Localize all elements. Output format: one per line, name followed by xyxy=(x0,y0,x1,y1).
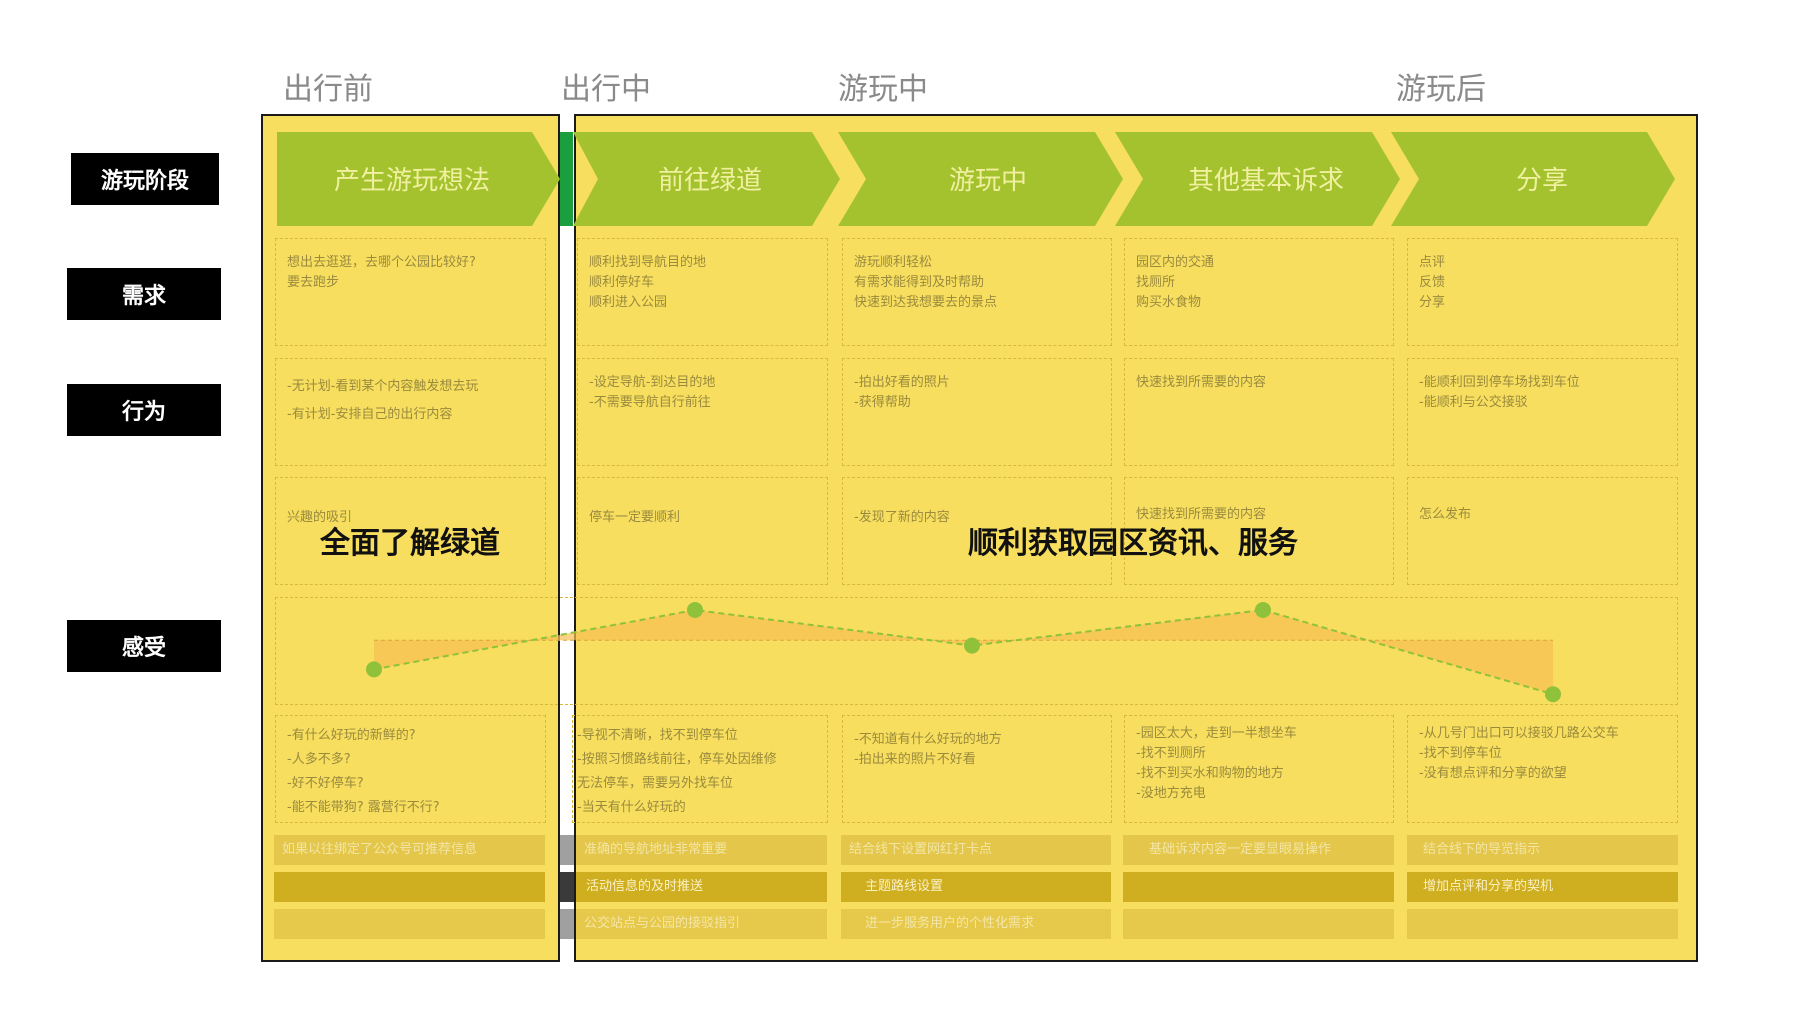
opportunity-3-5 xyxy=(1407,909,1678,939)
chevron-stage-5 xyxy=(1391,132,1675,226)
stage-label-2: 前往绿道 xyxy=(658,166,762,196)
behavior-cell-3: -拍出好看的照片 -获得帮助 xyxy=(842,358,1112,466)
emotion-point-3 xyxy=(964,637,980,654)
gap-strip-2 xyxy=(560,872,574,902)
emotion-point-5 xyxy=(1545,686,1561,703)
opportunity-3-3: 进一步服务用户的个性化需求 xyxy=(841,909,1111,939)
needs-cell-4: 园区内的交通 找厕所 购买水食物 xyxy=(1124,238,1394,346)
emotion-point-4 xyxy=(1255,601,1271,618)
trigger-cell-4: 快速找到所需要的内容 xyxy=(1124,477,1394,585)
opportunity-3-1 xyxy=(274,909,545,939)
row-label-feeling: 感受 xyxy=(67,620,221,672)
opportunity-3-4 xyxy=(1123,909,1394,939)
emotion-point-2 xyxy=(687,601,703,618)
panel-journey xyxy=(574,114,1698,962)
opportunity-1-4: 基础诉求内容一定要显眼易操作 xyxy=(1123,835,1394,865)
emotion-curve xyxy=(366,601,1561,703)
chevron-divider-green xyxy=(560,132,573,226)
gap-strip-3 xyxy=(560,909,574,939)
trigger-cell-3: -发现了新的内容 xyxy=(842,477,1112,585)
opportunity-1-5: 结合线下的导览指示 xyxy=(1407,835,1678,865)
row-label-stage: 游玩阶段 xyxy=(71,153,219,205)
behavior-cell-4: 快速找到所需要的内容 xyxy=(1124,358,1394,466)
chevron-stage-4 xyxy=(1115,132,1400,226)
panel-before-trip xyxy=(261,114,560,962)
pain-cell-3: -不知道有什么好玩的地方 -拍出来的照片不好看 xyxy=(842,715,1112,823)
emotion-area-fill xyxy=(374,609,1553,695)
phase-label-play: 游玩中 xyxy=(838,72,928,107)
opportunity-2-2: 活动信息的及时推送 xyxy=(576,872,827,902)
overlay-headline-1: 全面了解绿道 xyxy=(320,526,500,561)
stage-label-5: 分享 xyxy=(1516,166,1568,196)
gap-strip-1 xyxy=(560,835,574,865)
row-label-needs: 需求 xyxy=(67,268,221,320)
overlay-headline-2: 顺利获取园区资讯、服务 xyxy=(968,526,1298,561)
row-label-behavior: 行为 xyxy=(67,384,221,436)
needs-cell-2: 顺利找到导航目的地 顺利停好车 顺利进入公园 xyxy=(577,238,828,346)
chevron-stage-3 xyxy=(838,132,1123,226)
chevron-stage-2 xyxy=(573,132,840,226)
phase-label-after: 游玩后 xyxy=(1396,72,1486,107)
opportunity-2-4 xyxy=(1123,872,1394,902)
chevron-stage-1 xyxy=(277,132,560,226)
opportunity-1-3: 结合线下设置网红打卡点 xyxy=(841,835,1111,865)
opportunity-2-3: 主题路线设置 xyxy=(841,872,1111,902)
trigger-cell-2: 停车一定要顺利 xyxy=(577,477,828,585)
emotion-point-1 xyxy=(366,661,382,678)
phase-label-travel: 出行中 xyxy=(561,72,651,107)
trigger-cell-5: 怎么发布 xyxy=(1407,477,1678,585)
emotion-points xyxy=(366,601,1561,703)
pain-cell-2: -导视不清晰，找不到停车位 -按照习惯路线前往，停车处因维修 无法停车，需要另外… xyxy=(572,715,828,823)
behavior-cell-1: -无计划-看到某个内容触发想去玩 -有计划-安排自己的出行内容 xyxy=(275,358,546,466)
trigger-cell-1: 兴趣的吸引 xyxy=(275,477,546,585)
behavior-cell-5: -能顺利回到停车场找到车位 -能顺利与公交接驳 xyxy=(1407,358,1678,466)
stage-label-4: 其他基本诉求 xyxy=(1188,166,1344,196)
phase-label-before: 出行前 xyxy=(283,72,373,107)
stage-label-3: 游玩中 xyxy=(949,166,1027,196)
needs-cell-5: 点评 反馈 分享 xyxy=(1407,238,1678,346)
stage-chevrons: 产生游玩想法 前往绿道 游玩中 其他基本诉求 分享 xyxy=(277,132,1675,226)
opportunity-2-1 xyxy=(274,872,545,902)
emotion-line xyxy=(373,608,1554,696)
opportunity-2-5: 增加点评和分享的契机 xyxy=(1407,872,1678,902)
pain-cell-5: -从几号门出口可以接驳几路公交车 -找不到停车位 -没有想点评和分享的欲望 xyxy=(1407,715,1678,823)
behavior-cell-2: -设定导航-到达目的地 -不需要导航自行前往 xyxy=(577,358,828,466)
stage-label-1: 产生游玩想法 xyxy=(334,166,490,196)
needs-cell-3: 游玩顺利轻松 有需求能得到及时帮助 快速到达我想要去的景点 xyxy=(842,238,1112,346)
opportunity-1-1: 如果以往绑定了公众号可推荐信息 xyxy=(274,835,545,865)
pain-cell-1: -有什么好玩的新鲜的? -人多不多? -好不好停车? -能不能带狗? 露营行不行… xyxy=(275,715,546,823)
opportunity-1-2: 准确的导航地址非常重要 xyxy=(576,835,827,865)
pain-cell-4: -园区太大，走到一半想坐车 -找不到厕所 -找不到买水和购物的地方 -没地方充电 xyxy=(1124,715,1394,823)
feeling-area xyxy=(275,597,1678,705)
needs-cell-1: 想出去逛逛，去哪个公园比较好? 要去跑步 xyxy=(275,238,546,346)
opportunity-3-2: 公交站点与公园的接驳指引 xyxy=(576,909,827,939)
